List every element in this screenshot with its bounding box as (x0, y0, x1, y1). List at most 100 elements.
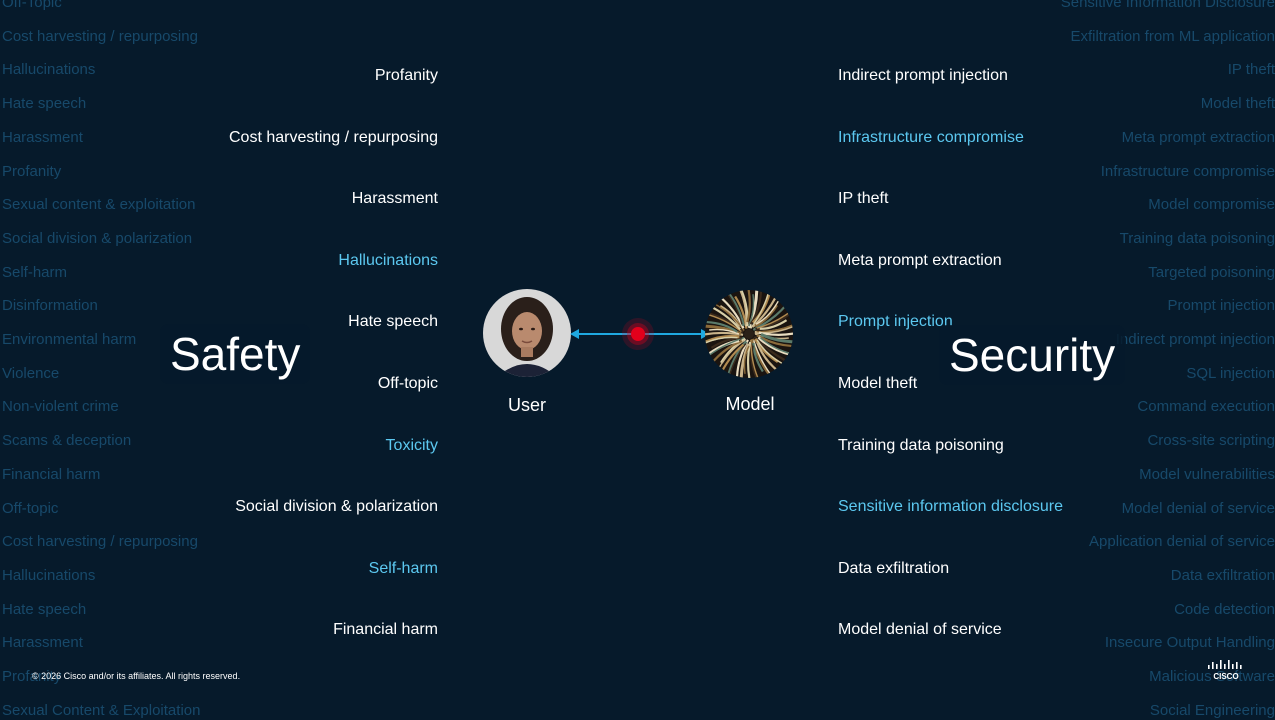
model-burst-stroke (758, 331, 793, 336)
model-burst-stroke (705, 336, 745, 360)
cisco-logo-icon: CISCO (1208, 660, 1242, 681)
background-safety-item: Sexual content & exploitation (2, 196, 196, 214)
model-burst-stroke (756, 308, 793, 329)
model-burst-stroke (752, 290, 772, 324)
background-safety-item: Social division & polarization (2, 229, 193, 247)
safety-item: Hallucinations (338, 251, 438, 269)
model-burst-stroke (706, 320, 738, 333)
model-burst-stroke (752, 342, 764, 373)
background-safety-item: Hate speech (2, 600, 87, 618)
background-security-item: Indirect prompt injection (1115, 331, 1275, 348)
model-burst-stroke (759, 319, 788, 330)
model-burst-stroke (719, 339, 745, 368)
user-model-connector (570, 318, 710, 350)
safety-item: Cost harvesting / repurposing (229, 128, 438, 146)
background-security-item: Malicious Software (1149, 668, 1275, 685)
background-safety-item: Sexual Content & Exploitation (2, 701, 201, 719)
background-safety-item: Harassment (2, 634, 83, 652)
background-safety-item: Environmental harm (2, 331, 137, 348)
background-safety-item: Harassment (2, 128, 83, 146)
safety-title: Safety (160, 324, 311, 384)
background-security-item: Command execution (1137, 398, 1275, 416)
model-burst-stroke (705, 311, 745, 334)
background-security-item: Insecure Output Handling (1104, 634, 1275, 652)
safety-item: Harassment (351, 190, 438, 208)
user-label: User (507, 395, 546, 415)
security-item: Indirect prompt injection (838, 67, 1008, 84)
copyright-footer: © 2026 Cisco and/or its affiliates. All … (32, 671, 241, 681)
background-security-item: Meta prompt extraction (1121, 128, 1275, 146)
safety-item: Self-harm (368, 559, 438, 577)
background-security-item: Cross-site scripting (1147, 432, 1275, 450)
safety-item: Off-topic (377, 375, 438, 392)
model-burst-stroke (705, 336, 738, 344)
background-security-item: Data exfiltration (1170, 566, 1275, 584)
background-safety-item: Financial harm (2, 465, 101, 483)
model-burst-stroke (723, 290, 743, 325)
security-item: Meta prompt extraction (838, 251, 1002, 269)
left-arrowhead-icon (570, 329, 579, 339)
background-safety-item: Hallucinations (2, 566, 96, 584)
background-security-item: Training data poisoning (1119, 229, 1275, 247)
security-item: Training data poisoning (838, 436, 1004, 454)
safety-item: Social division & polarization (235, 498, 438, 516)
safety-item: Hate speech (348, 313, 438, 331)
model-burst-stroke (756, 339, 783, 364)
background-safety-item: Profanity (2, 162, 62, 180)
safety-item: Profanity (374, 67, 438, 84)
security-item: Model denial of service (838, 621, 1002, 639)
background-security-item: Prompt injection (1167, 297, 1275, 315)
background-safety-item: Cost harvesting / repurposing (2, 27, 198, 45)
model-burst-stroke (709, 328, 740, 335)
model-burst-stroke (705, 324, 742, 336)
background-security-item: Social Engineering (1149, 701, 1275, 719)
background-security-item: Model vulnerabilities (1139, 465, 1275, 483)
model-burst-stroke (739, 290, 747, 325)
model-burst-stroke (753, 340, 775, 378)
model-burst-stroke (743, 345, 750, 374)
threat-dot (631, 327, 645, 341)
background-safety-item: Off-Topic (2, 0, 62, 11)
model-burst-stroke (750, 290, 770, 329)
background-security-item: Targeted poisoning (1148, 263, 1275, 281)
model-burst-stroke (739, 343, 751, 378)
model-burst-stroke (759, 337, 793, 355)
background-security-item: Application denial of service (1089, 533, 1275, 551)
background-security-item: Infrastructure compromise (1100, 162, 1275, 180)
background-security-item: Model denial of service (1121, 499, 1275, 517)
background-security-item: Model theft (1200, 95, 1275, 113)
model-burst-stroke (746, 290, 751, 323)
model-burst-stroke (705, 313, 742, 333)
model-burst-stroke (754, 324, 793, 334)
model-burst-center (744, 329, 754, 339)
model-abstract-icon (705, 290, 793, 378)
background-safety-item: Cost harvesting / repurposing (2, 533, 198, 551)
safety-item: Toxicity (385, 436, 438, 454)
security-item: Prompt injection (838, 313, 953, 331)
security-item: Sensitive information disclosure (838, 498, 1063, 516)
user-portrait-icon (483, 289, 571, 377)
background-safety-item: Hallucinations (2, 61, 96, 79)
background-security-item: Exfiltration from ML application (1070, 27, 1275, 45)
background-safety-item: Self-harm (2, 263, 68, 281)
model-burst-stroke (705, 334, 740, 344)
model-burst-stroke (760, 333, 793, 344)
model-burst-stroke (739, 290, 749, 327)
background-safety-item: Disinformation (2, 297, 98, 315)
security-item: Infrastructure compromise (838, 128, 1024, 146)
background-safety-item: Violence (2, 364, 60, 382)
security-item: IP theft (838, 190, 889, 208)
model-burst-stroke (755, 300, 779, 325)
background-safety-item: Non-violent crime (2, 398, 119, 416)
security-item: Data exfiltration (838, 559, 950, 577)
background-safety-item: Profanity (2, 668, 62, 685)
security-item: Model theft (838, 375, 918, 392)
model-label: Model (725, 394, 775, 414)
user-avatar (483, 289, 571, 377)
background-safety-item: Hate speech (2, 95, 87, 113)
background-security-item: Model compromise (1148, 196, 1275, 214)
security-title: Security (939, 325, 1126, 385)
background-security-item: Code detection (1174, 600, 1275, 618)
background-security-item: Sensitive Information Disclosure (1060, 0, 1275, 11)
model-avatar (705, 290, 793, 378)
